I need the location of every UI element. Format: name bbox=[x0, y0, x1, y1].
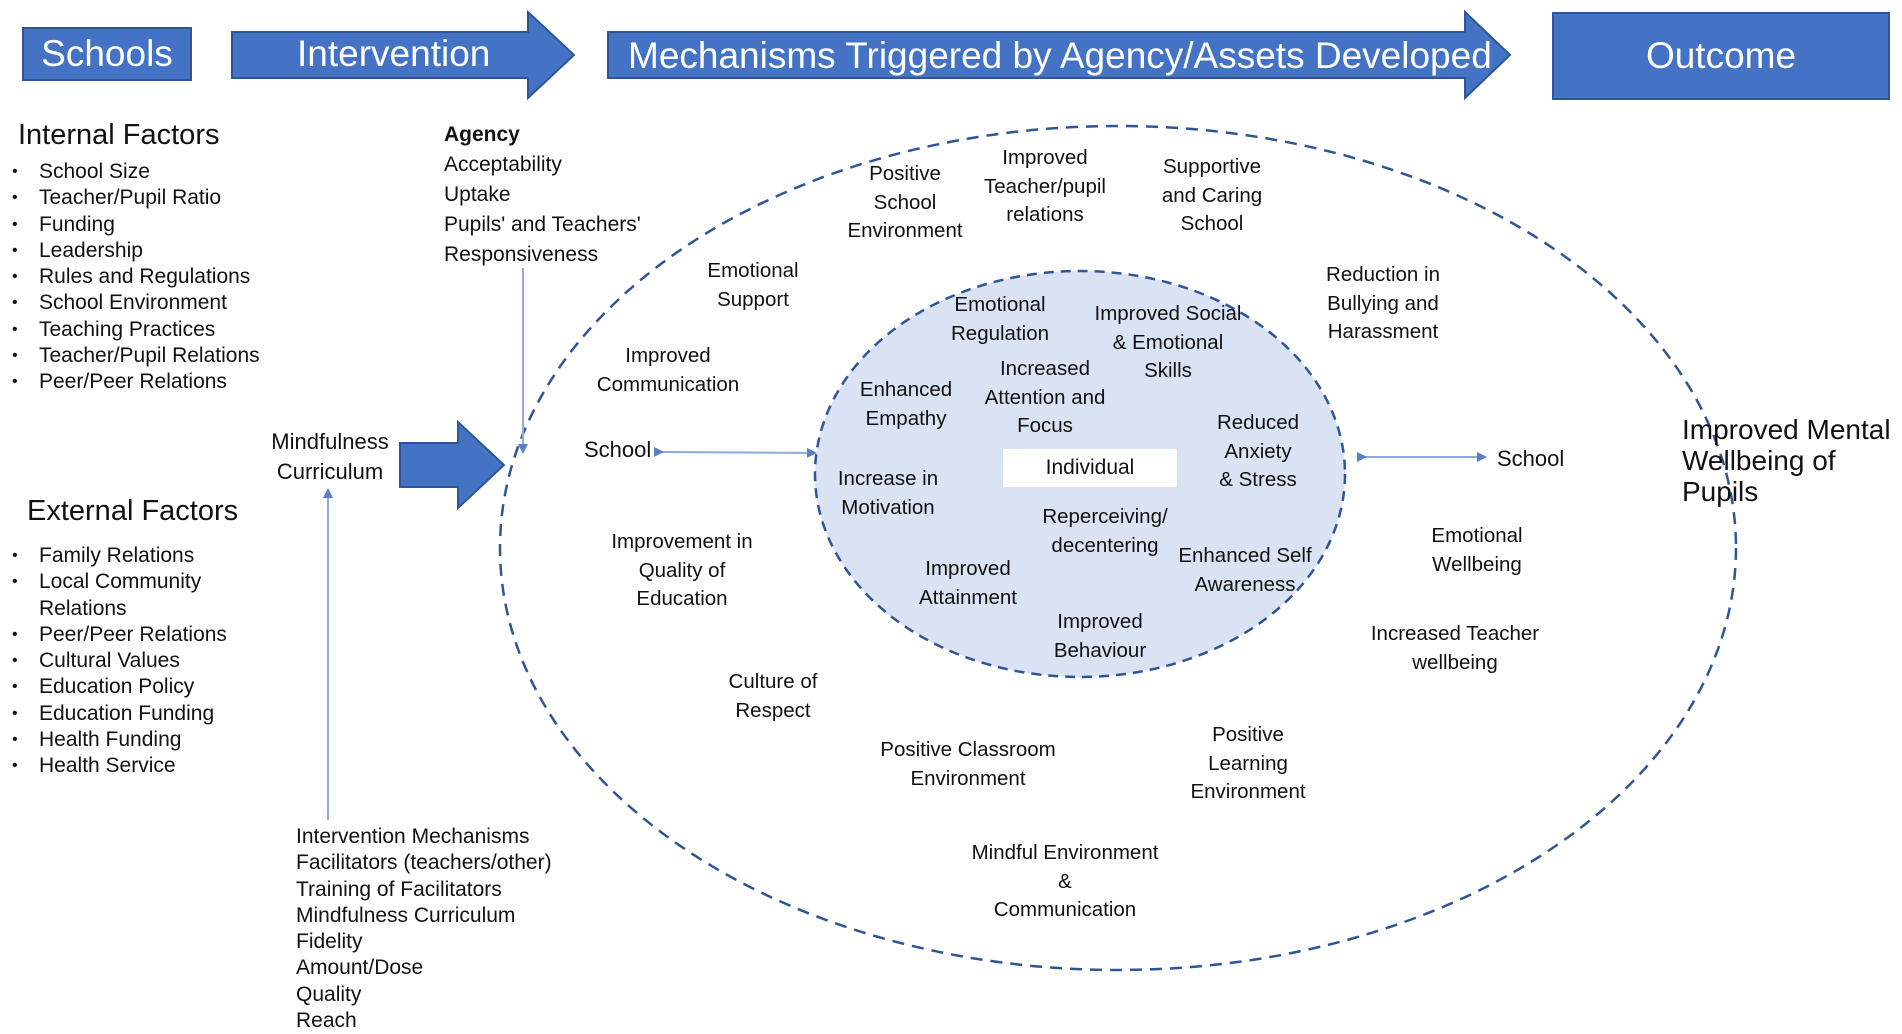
external-factor-item: Cultural Values bbox=[12, 648, 242, 675]
external-factor-item: Family Relations bbox=[12, 543, 242, 570]
external-factors-list: Family RelationsLocal Community Relation… bbox=[12, 543, 242, 780]
outer-node-supportive-caring-school: Supportive and Caring School bbox=[1161, 155, 1263, 235]
inner-node-reduced-anxiety: Reduced Anxiety & Stress bbox=[1216, 411, 1300, 491]
outer-node-emotional-support: Emotional Support bbox=[707, 259, 799, 311]
inner-node-improved-attainment: Improved Attainment bbox=[919, 557, 1017, 609]
inner-node-improved-behaviour: Improved Behaviour bbox=[1053, 610, 1147, 662]
intervention-mechanism-item: Fidelity bbox=[296, 930, 363, 954]
school-label-left: School bbox=[584, 437, 652, 462]
outer-node-reduction-bullying: Reduction in Bullying and Harassment bbox=[1326, 263, 1440, 343]
inner-node-attention-focus: Increased Attention and Focus bbox=[984, 357, 1106, 437]
outer-node-positive-classroom: Positive Classroom Environment bbox=[880, 738, 1056, 790]
mindfulness-arrow bbox=[399, 419, 506, 511]
inner-node-motivation: Increase in Motivation bbox=[837, 467, 939, 519]
external-factor-item: Local Community Relations bbox=[12, 569, 242, 622]
mechanisms-label: Mechanisms Triggered by Agency/Assets De… bbox=[628, 35, 1492, 76]
external-factor-item: Education Funding bbox=[12, 701, 242, 728]
intervention-mechanism-item: Facilitators (teachers/other) bbox=[296, 851, 552, 875]
internal-factors-list: School SizeTeacher/Pupil RatioFundingLea… bbox=[12, 159, 312, 396]
agency-item: Uptake bbox=[444, 183, 511, 206]
school-left-connector bbox=[653, 446, 817, 458]
internal-factor-item: School Environment bbox=[12, 290, 312, 317]
outer-node-positive-school-environment: Positive School Environment bbox=[847, 162, 963, 242]
internal-factor-item: School Size bbox=[12, 159, 312, 186]
external-factor-item: Peer/Peer Relations bbox=[12, 622, 242, 649]
inner-node-self-awareness: Enhanced Self Awareness bbox=[1178, 544, 1312, 596]
intervention-mechanism-item: Mindfulness Curriculum bbox=[296, 903, 516, 927]
outer-school-ellipse bbox=[498, 124, 1738, 972]
outer-node-quality-education: Improvement in Quality of Education bbox=[611, 530, 753, 610]
inner-node-social-emotional-skills: Improved Social & Emotional Skills bbox=[1094, 302, 1242, 382]
outcome-header: Outcome bbox=[1552, 12, 1890, 100]
internal-factor-item: Peer/Peer Relations bbox=[12, 369, 312, 396]
internal-factor-item: Teaching Practices bbox=[12, 317, 312, 344]
internal-factor-item: Funding bbox=[12, 212, 312, 239]
agency-item: Responsiveness bbox=[444, 243, 599, 266]
agency-item: Pupils' and Teachers' bbox=[444, 213, 641, 236]
agency-item: Acceptability bbox=[444, 153, 562, 176]
external-factor-item: Education Policy bbox=[12, 674, 242, 701]
intervention-mechanism-item: Intervention Mechanisms bbox=[296, 825, 530, 848]
outer-node-culture-respect: Culture of Respect bbox=[728, 670, 818, 722]
internal-factor-item: Leadership bbox=[12, 238, 312, 265]
intervention-label: Intervention bbox=[297, 33, 491, 74]
outer-node-teacher-pupil-relations: Improved Teacher/pupil relations bbox=[984, 146, 1106, 226]
mindfulness-curriculum: Mindfulness Curriculum bbox=[271, 429, 389, 484]
outcome-text: Improved Mental Wellbeing of Pupils bbox=[1682, 414, 1891, 507]
schools-header: Schools bbox=[22, 27, 192, 81]
external-factor-item: Health Funding bbox=[12, 727, 242, 754]
internal-factors-title: Internal Factors bbox=[18, 119, 220, 151]
inner-node-enhanced-empathy: Enhanced Empathy bbox=[859, 378, 953, 430]
intervention-mechanism-item: Amount/Dose bbox=[296, 956, 424, 980]
outer-node-mindful-environment: Mindful Environment & Communication bbox=[971, 841, 1159, 921]
mechanisms-arrow bbox=[607, 9, 1512, 101]
intervention-mechanism-item: Training of Facilitators bbox=[296, 877, 502, 901]
outer-node-emotional-wellbeing: Emotional Wellbeing bbox=[1431, 524, 1523, 576]
outer-node-teacher-wellbeing: Increased Teacher wellbeing bbox=[1370, 622, 1540, 674]
internal-factor-item: Teacher/Pupil Relations bbox=[12, 343, 312, 370]
outer-node-positive-learning: Positive Learning Environment bbox=[1190, 723, 1306, 803]
internal-factor-item: Rules and Regulations bbox=[12, 264, 312, 291]
internal-factor-item: Teacher/Pupil Ratio bbox=[12, 185, 312, 212]
intervention-mechanism-item: Reach bbox=[296, 1009, 357, 1033]
intervention-mechanism-item: Quality bbox=[296, 982, 362, 1006]
agency-title: Agency bbox=[444, 123, 520, 146]
individual-box: Individual bbox=[1003, 449, 1177, 487]
inner-node-emotional-regulation: Emotional Regulation bbox=[950, 293, 1050, 345]
external-factors-title: External Factors bbox=[27, 495, 239, 527]
intervention-arrow bbox=[231, 9, 576, 101]
school-label-right: School bbox=[1497, 446, 1565, 471]
inner-node-reperceiving: Reperceiving/ decentering bbox=[1042, 505, 1168, 557]
outer-node-improved-communication: Improved Communication bbox=[596, 344, 740, 396]
external-factor-item: Health Service bbox=[12, 753, 242, 780]
